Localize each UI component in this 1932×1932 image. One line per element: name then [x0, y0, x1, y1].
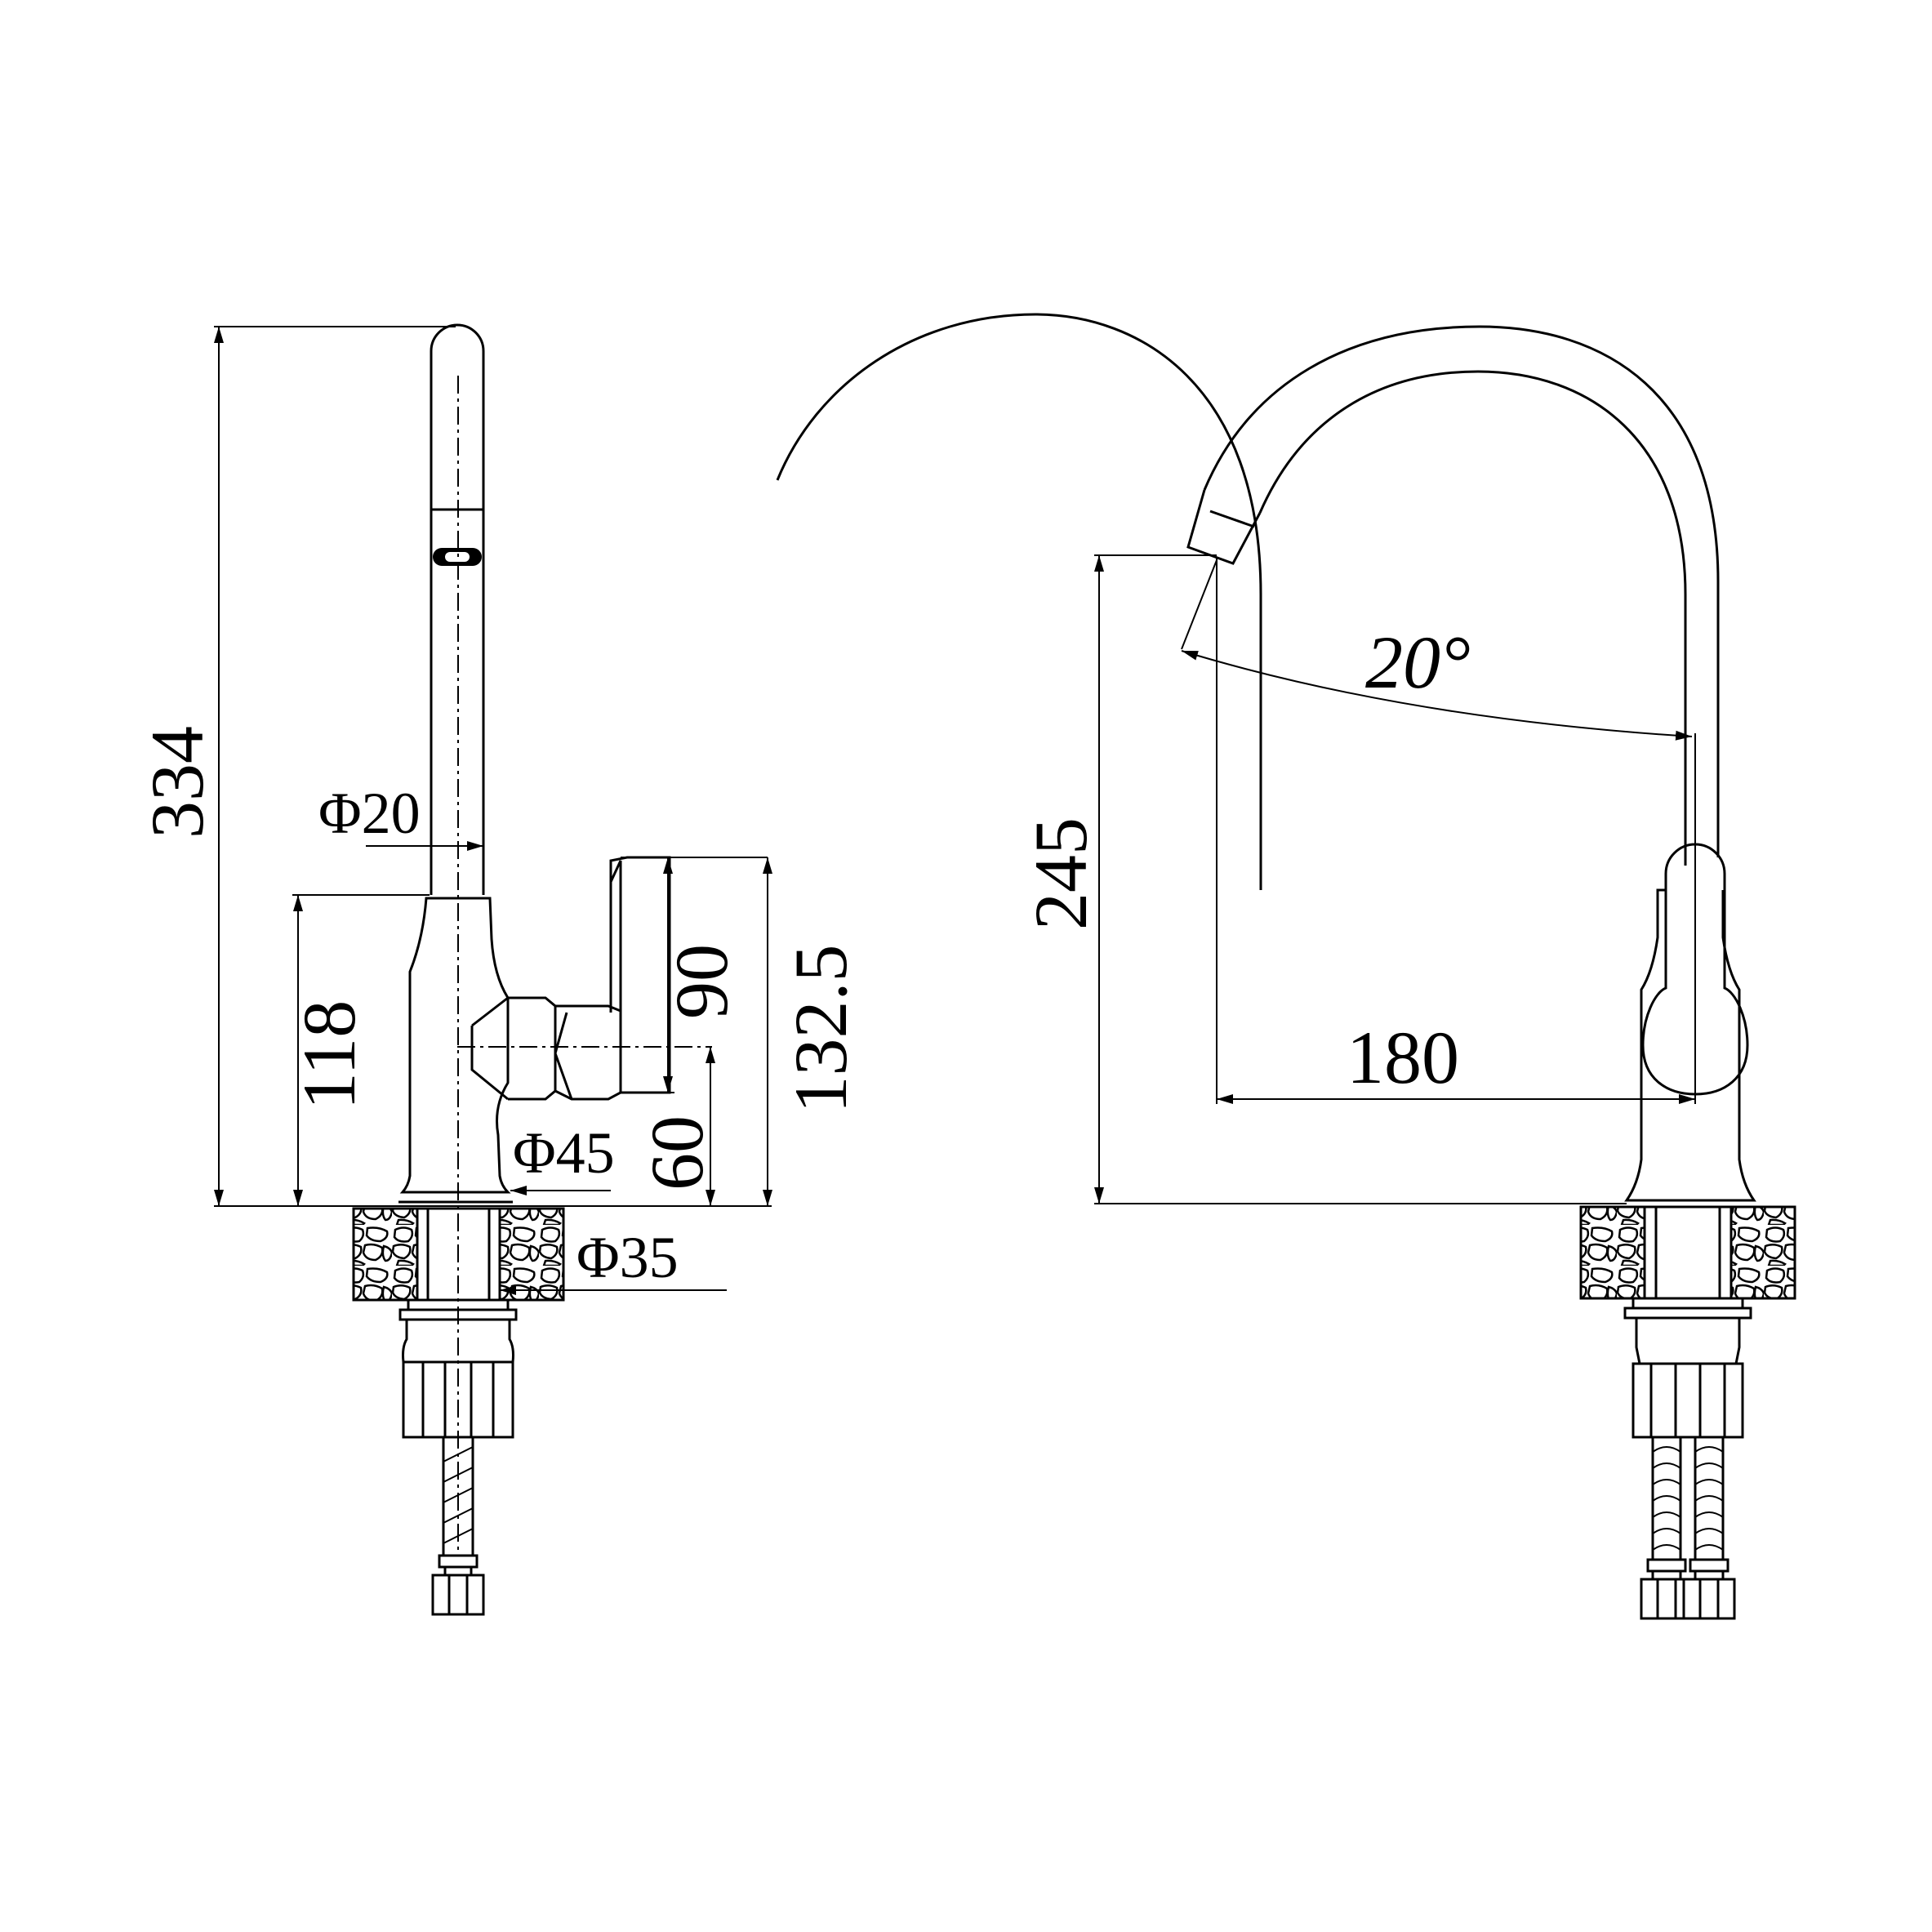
side-spout-tube [430, 323, 485, 895]
side-supply-hose [442, 1437, 474, 1556]
front-shank [1643, 1205, 1733, 1300]
side-view: 334 118 Φ20 90 60 132.5 Φ45 Φ35 [136, 323, 862, 1616]
dim-245-label: 245 [1019, 817, 1102, 930]
front-countertop-right [1729, 1205, 1796, 1300]
dim-phi45-label: Φ45 [513, 1120, 615, 1186]
dim-180-label: 180 [1347, 1016, 1459, 1099]
side-handle-hub [508, 996, 557, 1101]
dim-90-label: 90 [660, 944, 743, 1019]
side-countertop-left [352, 1207, 419, 1302]
front-gooseneck-outer [776, 313, 1262, 890]
front-spout-tip [1186, 489, 1262, 565]
dim-60-label: 60 [635, 1115, 719, 1191]
front-supply-hose-right [1682, 1437, 1736, 1620]
dim-20deg-arc [1181, 650, 1693, 741]
front-countertop-left [1579, 1205, 1646, 1300]
dim-phi20-label: Φ20 [318, 781, 421, 846]
front-view: 245 180 20° [776, 313, 1796, 1620]
dim-20deg-label: 20° [1365, 621, 1471, 704]
side-countertop-right [498, 1207, 565, 1302]
dim-phi35-label: Φ35 [576, 1225, 679, 1290]
side-hose-nut [431, 1574, 485, 1616]
dim-132-5-label: 132.5 [779, 945, 862, 1114]
front-lever-handle [1641, 843, 1749, 1096]
front-body [1624, 888, 1756, 1202]
side-body [399, 897, 511, 1194]
dim-118-label: 118 [287, 1000, 371, 1111]
dim-334-label: 334 [136, 726, 219, 839]
